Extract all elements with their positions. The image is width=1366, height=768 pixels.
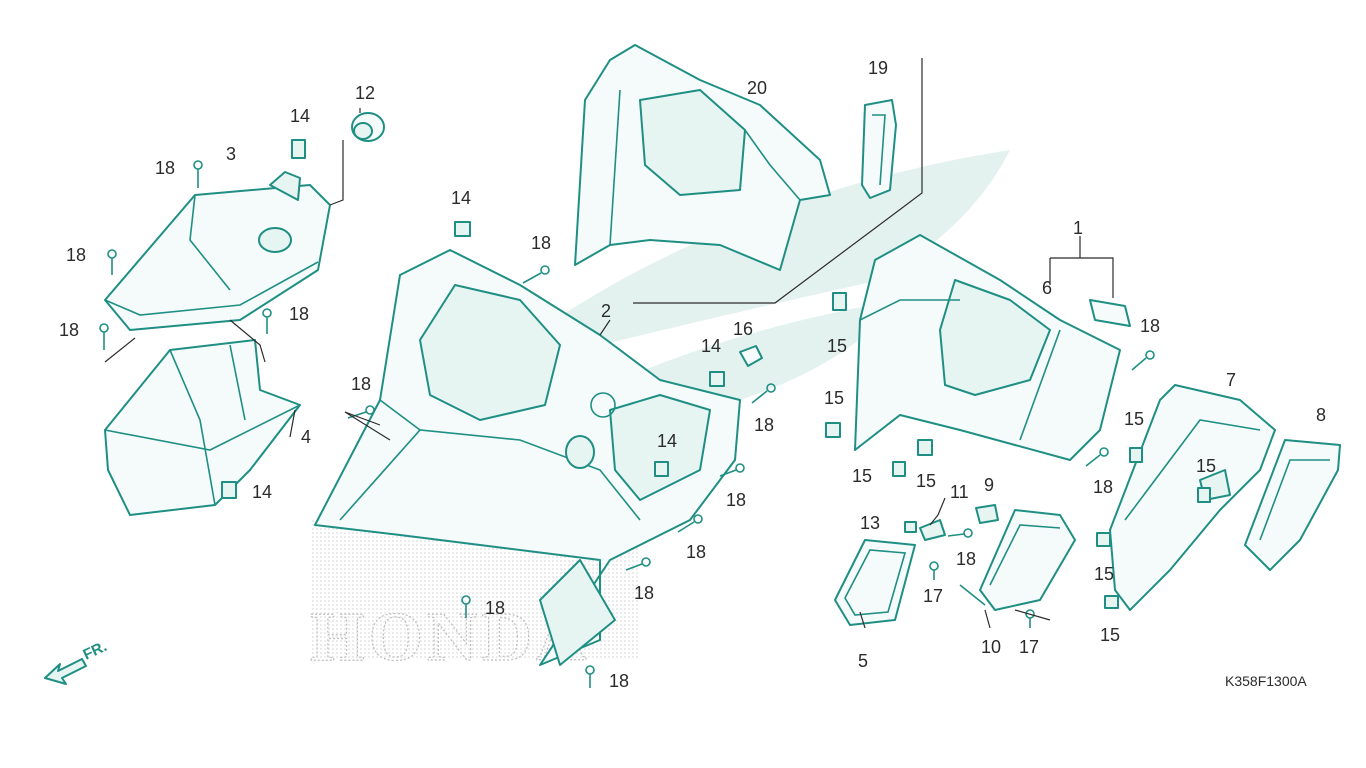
callout-7: 7	[1226, 370, 1236, 390]
callout-11: 11	[950, 482, 969, 502]
callout-18k: 18	[485, 598, 505, 618]
callout-14c: 14	[701, 336, 721, 356]
callout-15a: 15	[827, 336, 847, 356]
part-8-end-plate	[1244, 439, 1341, 571]
callout-8: 8	[1316, 405, 1326, 425]
part-1-label	[1089, 299, 1131, 327]
callout-15f: 15	[1196, 456, 1216, 476]
callout-17a: 17	[923, 586, 943, 606]
callout-18i: 18	[686, 542, 706, 562]
callout-4: 4	[301, 427, 311, 447]
callout-15d: 15	[916, 471, 936, 491]
drawing-code: K358F1300A	[1225, 673, 1307, 689]
part-5-seal	[834, 539, 916, 626]
callout-15e: 15	[1124, 409, 1144, 429]
callout-18a: 18	[155, 158, 175, 178]
callout-15b: 15	[824, 388, 844, 408]
callout-18l: 18	[609, 671, 629, 691]
callout-18j: 18	[634, 583, 654, 603]
part-6-side-panel	[854, 234, 1121, 461]
part-2-inner-cover	[314, 249, 741, 666]
leader-lines	[104, 58, 1114, 629]
callout-18n: 18	[1093, 477, 1113, 497]
callout-15c: 15	[852, 466, 872, 486]
callout-18g: 18	[754, 415, 774, 435]
callout-18c: 18	[59, 320, 79, 340]
callout-15h: 15	[1100, 625, 1120, 645]
callout-19: 19	[868, 58, 888, 78]
callout-12: 12	[355, 83, 375, 103]
callout-20: 20	[747, 78, 767, 98]
callout-15g: 15	[1094, 564, 1114, 584]
front-direction-arrow: FR.	[44, 638, 110, 685]
callout-labels: 1 2 3 4 5 6 7 8 9 10 11 12 13 14 14 14 1…	[59, 58, 1326, 691]
front-direction-label: FR.	[81, 638, 110, 664]
part-12-grommet	[351, 112, 385, 142]
callout-18f: 18	[351, 374, 371, 394]
callout-16: 16	[733, 319, 753, 339]
callout-14e: 14	[657, 431, 677, 451]
callout-17b: 17	[1019, 637, 1039, 657]
callout-10: 10	[981, 637, 1001, 657]
callout-1: 1	[1073, 218, 1083, 238]
callout-6: 6	[1042, 278, 1052, 298]
callout-2: 2	[601, 301, 611, 321]
callout-18e: 18	[531, 233, 551, 253]
callout-14d: 14	[252, 482, 272, 502]
callout-13: 13	[860, 513, 880, 533]
callout-5: 5	[858, 651, 868, 671]
callout-3: 3	[226, 144, 236, 164]
callout-18b: 18	[66, 245, 86, 265]
fasteners	[99, 139, 1211, 688]
part-19-trim-strip	[861, 99, 897, 199]
callout-18d: 18	[289, 304, 309, 324]
part-16-bolt	[739, 345, 763, 367]
part-3-inner-box-upper	[104, 171, 331, 331]
callout-18o: 18	[956, 549, 976, 569]
part-20-upper-panel	[574, 44, 831, 271]
callout-18h: 18	[726, 490, 746, 510]
callout-14a: 14	[290, 106, 310, 126]
callout-14b: 14	[451, 188, 471, 208]
part-10-lid	[959, 509, 1076, 611]
callout-18m: 18	[1140, 316, 1160, 336]
part-4-inner-box-lower	[104, 339, 301, 516]
callout-9: 9	[984, 475, 994, 495]
